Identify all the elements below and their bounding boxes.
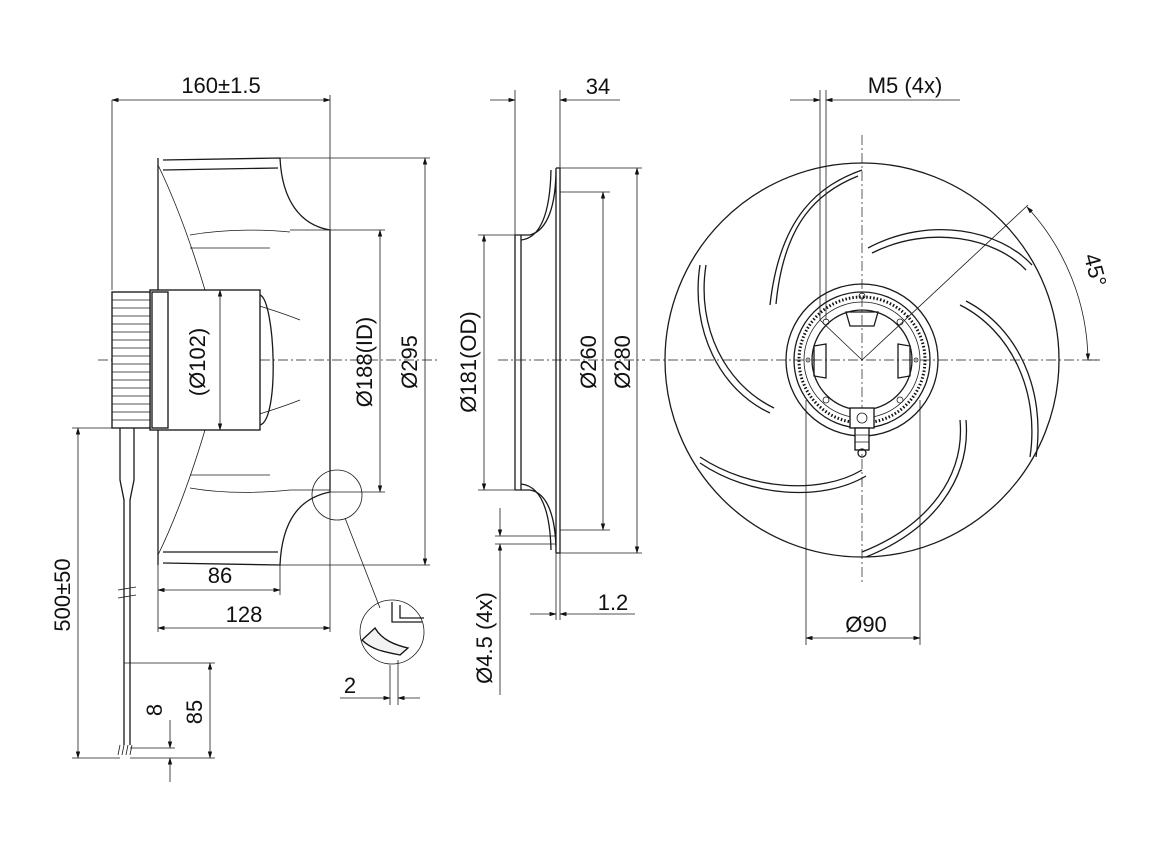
angle-label: 45° bbox=[1079, 251, 1112, 290]
ring-d280-label: Ø280 bbox=[610, 335, 635, 389]
ring-d260-label: Ø260 bbox=[576, 335, 601, 389]
threads-label: M5 (4x) bbox=[868, 73, 943, 98]
strip-8-label: 8 bbox=[142, 704, 167, 716]
ring-thickness-label: 1.2 bbox=[598, 590, 629, 615]
cable-length-label: 500±50 bbox=[50, 558, 75, 631]
impeller-blades bbox=[697, 169, 1039, 558]
motor-rotor bbox=[111, 291, 151, 429]
ring-holes-label: Ø4.5 (4x) bbox=[472, 592, 497, 684]
inlet-ring-view: 34 Ø181(OD) Ø260 Ø280 Ø4.5 (4x) 1.2 bbox=[456, 74, 645, 695]
front-view: M5 (4x) 45° Ø90 bbox=[650, 73, 1112, 645]
length-128-label: 128 bbox=[226, 602, 263, 627]
ring-od-label: Ø181(OD) bbox=[456, 311, 481, 412]
overall-length-label: 160±1.5 bbox=[181, 73, 260, 98]
strip-85-label: 85 bbox=[182, 700, 207, 724]
length-86-label: 86 bbox=[208, 563, 232, 588]
motor-diameter-label: (Ø102) bbox=[185, 328, 210, 396]
bolt-circle-label: Ø90 bbox=[845, 612, 887, 637]
rotor-ribs bbox=[112, 299, 150, 421]
ring-depth-label: 34 bbox=[586, 74, 610, 99]
side-view: 160±1.5 86 128 (Ø102) Ø188(ID) Ø295 500±… bbox=[50, 73, 440, 782]
outer-diameter-label: Ø295 bbox=[397, 335, 422, 389]
inlet-id-label: Ø188(ID) bbox=[352, 317, 377, 407]
wall-2-label: 2 bbox=[344, 673, 356, 698]
